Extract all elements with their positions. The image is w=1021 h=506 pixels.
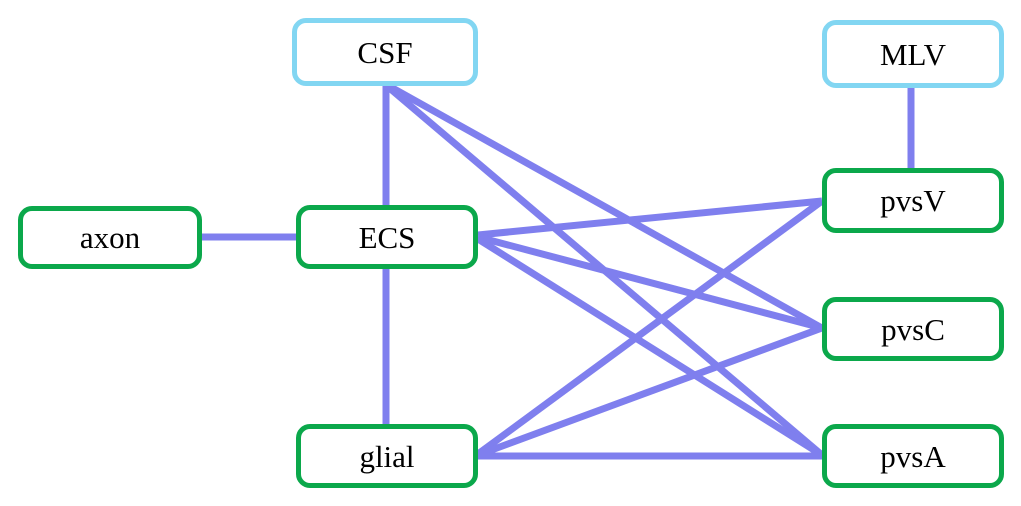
node-label-ecs: ECS (358, 219, 416, 255)
node-label-csf: CSF (357, 34, 413, 70)
node-mlv[interactable]: MLV (822, 20, 1004, 88)
node-label-mlv: MLV (879, 36, 947, 72)
node-pvsa[interactable]: pvsA (822, 424, 1004, 488)
node-label-axon: axon (79, 220, 141, 255)
node-label-pvsc: pvsC (881, 311, 945, 347)
node-pvsv[interactable]: pvsV (822, 168, 1004, 233)
edge-ecs-pvsc (477, 233, 823, 332)
node-label-pvsv: pvsV (880, 183, 946, 218)
edge-csf-pvsc (387, 82, 824, 332)
edge-ecs-pvsv (477, 197, 823, 239)
node-ecs[interactable]: ECS (296, 205, 478, 269)
node-label-glial: glial (359, 438, 415, 474)
node-axon[interactable]: axon (18, 206, 202, 269)
edge-glial-pvsv (475, 198, 825, 457)
node-label-pvsa: pvsA (880, 438, 946, 474)
edge-glial-pvsc (476, 324, 824, 459)
node-glial[interactable]: glial (296, 424, 478, 488)
node-csf[interactable]: CSF (292, 18, 478, 86)
edge-ecs-pvsa (476, 236, 824, 458)
node-pvsc[interactable]: pvsC (822, 297, 1004, 361)
